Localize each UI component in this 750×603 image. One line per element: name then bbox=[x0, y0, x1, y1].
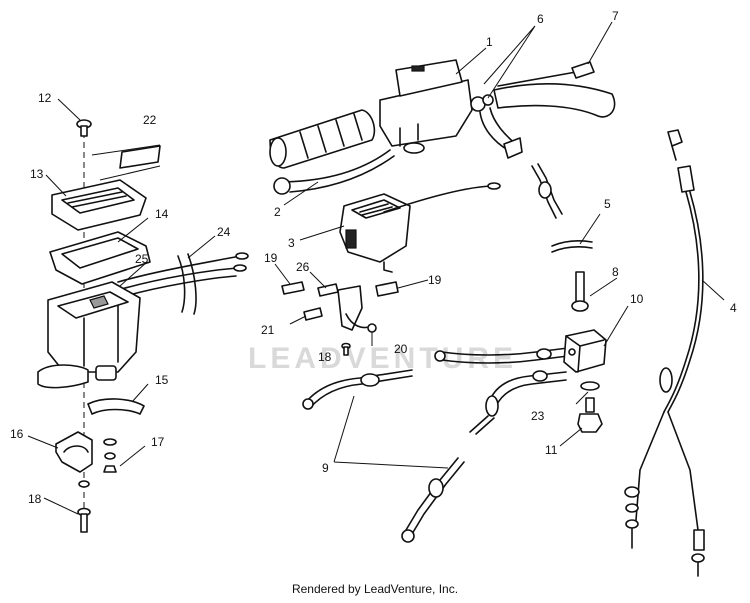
callout-2: 2 bbox=[274, 205, 281, 219]
screw-18-lower bbox=[77, 507, 91, 533]
throttle-housing-assembly bbox=[37, 119, 249, 533]
leader-lines bbox=[27, 21, 725, 515]
callout-25: 25 bbox=[135, 252, 149, 266]
callout-22: 22 bbox=[143, 113, 157, 127]
callout-11: 11 bbox=[545, 443, 558, 457]
callout-26: 26 bbox=[296, 260, 310, 274]
callout-18-middle: 18 bbox=[318, 350, 332, 364]
callout-6: 6 bbox=[537, 12, 544, 26]
callout-15: 15 bbox=[155, 373, 169, 387]
callout-labels: 1 2 3 4 5 6 7 8 9 10 11 12 13 14 15 16 1… bbox=[10, 9, 737, 506]
callout-24: 24 bbox=[217, 225, 231, 239]
callout-14: 14 bbox=[155, 207, 169, 221]
callout-5: 5 bbox=[604, 197, 611, 211]
callout-20: 20 bbox=[394, 342, 408, 356]
callout-17: 17 bbox=[151, 435, 165, 449]
callout-9: 9 bbox=[322, 461, 329, 475]
footer-credit: Rendered by LeadVenture, Inc. bbox=[291, 582, 459, 596]
screw-12 bbox=[76, 119, 92, 137]
callout-1: 1 bbox=[486, 35, 493, 49]
callout-21: 21 bbox=[261, 323, 275, 337]
throttle-cable bbox=[624, 129, 705, 577]
callout-4: 4 bbox=[730, 301, 737, 315]
brake-lines bbox=[302, 163, 607, 543]
callout-23: 23 bbox=[531, 409, 545, 423]
callout-10: 10 bbox=[630, 292, 644, 306]
screw-18-middle bbox=[341, 342, 351, 356]
callout-8: 8 bbox=[612, 265, 619, 279]
callout-19-right: 19 bbox=[428, 273, 442, 287]
callout-18-lower: 18 bbox=[28, 492, 42, 506]
callout-19-left: 19 bbox=[264, 251, 278, 265]
callout-16: 16 bbox=[10, 427, 24, 441]
switch-assembly bbox=[281, 182, 501, 356]
watermark: LEADVENTURE bbox=[248, 342, 517, 375]
callout-12: 12 bbox=[38, 91, 52, 105]
callout-7: 7 bbox=[612, 9, 619, 23]
callout-3: 3 bbox=[288, 236, 295, 250]
master-cylinder-assembly bbox=[269, 59, 616, 195]
callout-13: 13 bbox=[30, 167, 44, 181]
